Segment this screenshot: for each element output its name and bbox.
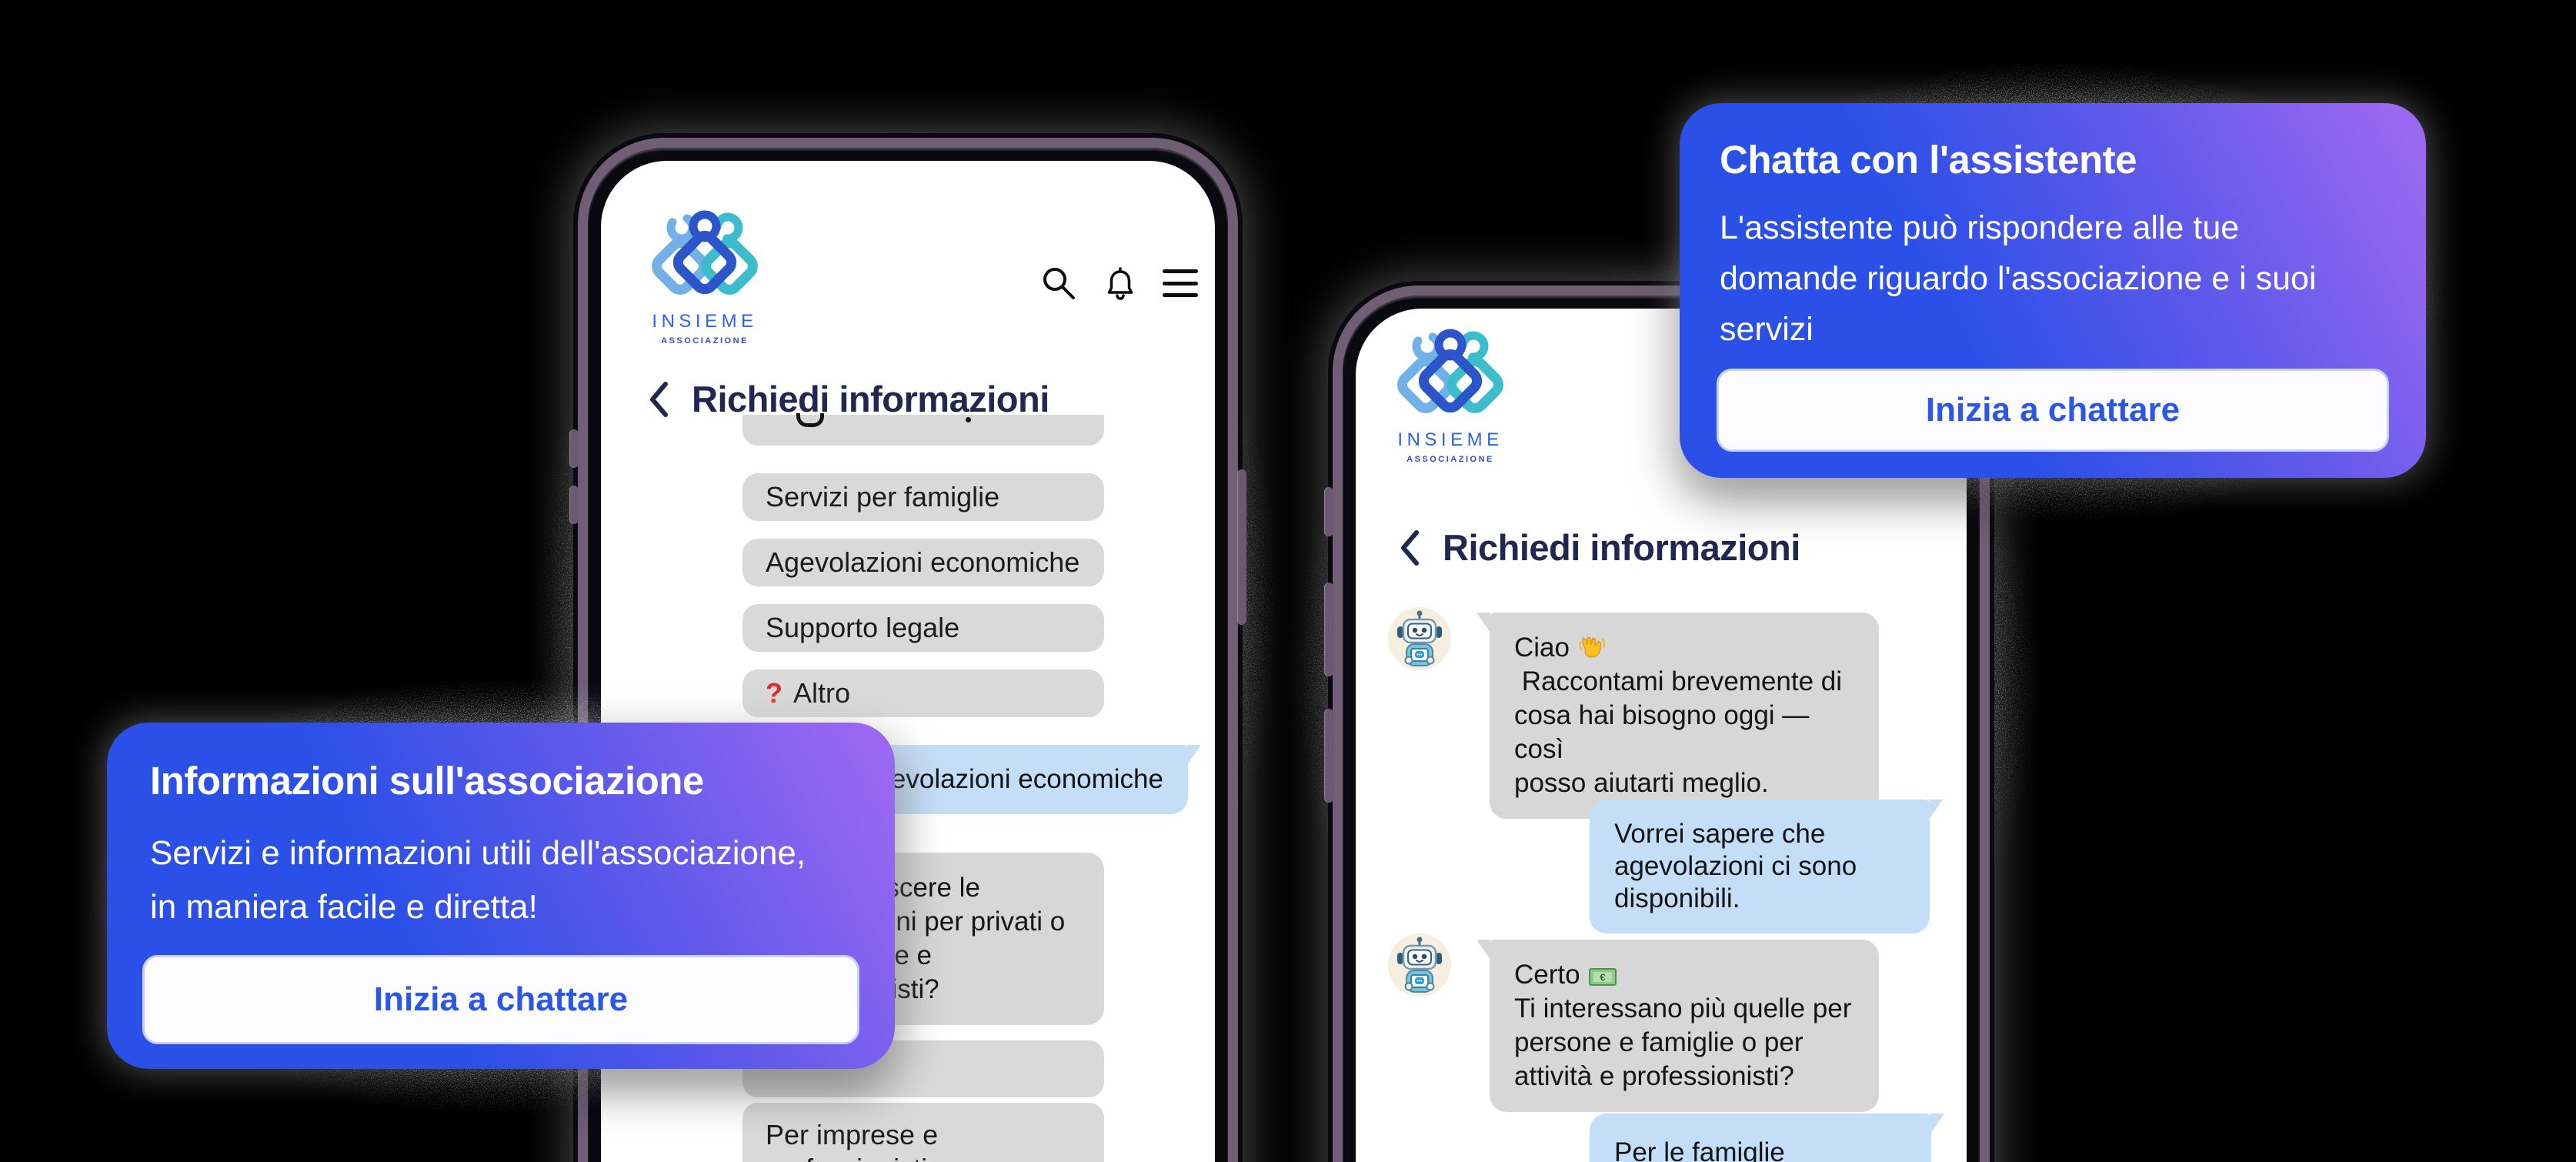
page-title: Richiedi informazioni	[692, 379, 1049, 419]
app-logo: INSIEME ASSOCIAZIONE	[645, 207, 765, 346]
euro-banknote-emoji: €	[1588, 968, 1617, 986]
clipped-text-fragment	[966, 417, 971, 422]
reply-chip[interactable]: Per imprese e professionisti	[742, 1103, 1104, 1162]
brand-name: INSIEME	[1397, 429, 1503, 450]
app-logo: INSIEME ASSOCIAZIONE	[1390, 326, 1510, 464]
option-chip[interactable]: Agevolazioni economiche	[742, 539, 1104, 586]
option-chip-partial[interactable]	[742, 413, 1104, 446]
logo-mark-icon	[1397, 329, 1503, 413]
brand-subtitle: ASSOCIAZIONE	[661, 336, 749, 346]
start-chat-button[interactable]: Inizia a chattare	[1717, 369, 2389, 452]
option-chip[interactable]: Supporto legale	[742, 604, 1104, 652]
volume-button[interactable]	[1324, 583, 1333, 676]
bot-message-bubble: Certo€ Ti interessano più quelle per per…	[1477, 940, 1879, 1112]
red-question-icon: ?	[766, 677, 782, 709]
bot-avatar	[1388, 607, 1451, 670]
user-message-bubble: Per le famiglie	[1590, 1114, 1944, 1162]
card-body: L'assistente può rispondere alle tue dom…	[1720, 209, 2317, 348]
search-icon[interactable]	[1039, 264, 1078, 302]
mute-button[interactable]	[1324, 487, 1333, 536]
promo-card-chat-assistant: Chatta con l'assistente L'assistente può…	[1680, 103, 2426, 478]
power-button[interactable]	[1237, 469, 1246, 625]
promo-card-association-info: Informazioni sull'associazione Servizi e…	[107, 723, 895, 1069]
svg-text:€: €	[1600, 972, 1605, 983]
start-chat-button[interactable]: Inizia a chattare	[142, 955, 859, 1044]
bot-message-bubble: Ciao Raccontami brevemente di cosa hai b…	[1477, 613, 1879, 819]
brand-name: INSIEME	[652, 311, 758, 332]
back-icon[interactable]	[1398, 528, 1421, 568]
logo-mark-icon	[652, 210, 758, 295]
volume-button[interactable]	[569, 429, 579, 468]
volume-button[interactable]	[569, 486, 579, 524]
option-chip[interactable]: Servizi per famiglie	[742, 473, 1104, 521]
notifications-icon[interactable]	[1101, 264, 1140, 302]
volume-button[interactable]	[1324, 709, 1333, 803]
card-title: Informazioni sull'associazione	[150, 759, 704, 803]
brand-subtitle: ASSOCIAZIONE	[1406, 455, 1494, 464]
user-message-bubble: Vorrei sapere che agevolazioni ci sono d…	[1590, 800, 1943, 933]
page-title: Richiedi informazioni	[1443, 527, 1800, 568]
option-chip-altro[interactable]: ? Altro	[742, 669, 1104, 717]
wave-emoji	[1579, 636, 1606, 658]
menu-icon[interactable]	[1163, 268, 1198, 299]
bot-avatar	[1388, 933, 1451, 997]
back-icon[interactable]	[647, 379, 670, 419]
clipped-text-fragment	[796, 413, 824, 427]
card-title: Chatta con l'assistente	[1720, 138, 2137, 182]
card-body: Servizi e informazioni utili dell'associ…	[150, 834, 806, 926]
